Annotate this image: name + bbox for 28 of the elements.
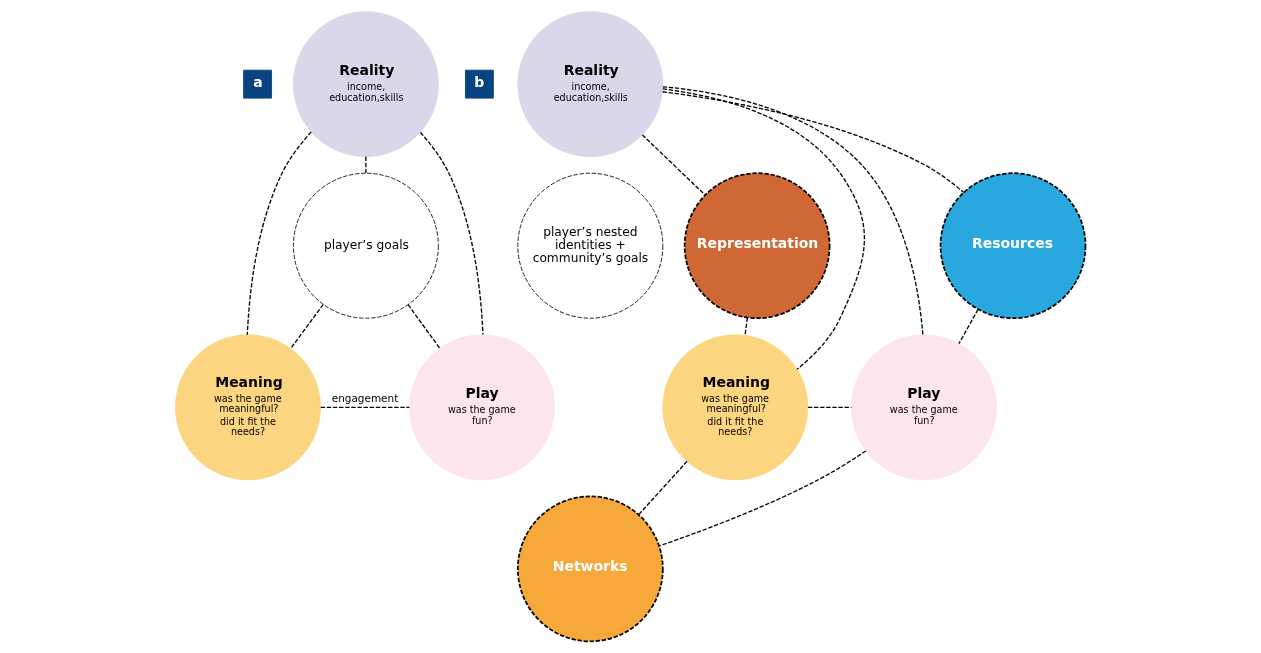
connector bbox=[638, 460, 688, 516]
connector bbox=[290, 303, 324, 350]
node-circle: Networks bbox=[516, 495, 664, 643]
node-box: b bbox=[465, 69, 494, 99]
node-circle: Reality income, education,skills bbox=[517, 11, 664, 158]
node-circle: Resources bbox=[939, 172, 1087, 320]
node-circle: player’s goals bbox=[292, 172, 439, 319]
connector bbox=[365, 156, 367, 174]
connector bbox=[320, 406, 410, 408]
connector bbox=[662, 88, 865, 370]
node-circle: player’s nested identities + community’s goals bbox=[517, 172, 664, 319]
connector bbox=[407, 304, 441, 349]
connector bbox=[658, 450, 867, 547]
node-circle: Meaning was the game meaningful? did it fit the needs? bbox=[175, 334, 321, 481]
connector bbox=[662, 86, 924, 336]
connector bbox=[641, 134, 706, 196]
node-box: a bbox=[243, 69, 272, 99]
node-circle: Representation bbox=[683, 172, 831, 320]
connector bbox=[958, 308, 979, 345]
edge-label: engagement bbox=[331, 391, 399, 404]
node-circle: Meaning was the game meaningful? did it fit the needs? bbox=[662, 334, 809, 481]
node-circle: Play was the game fun? bbox=[851, 334, 997, 481]
connector bbox=[661, 91, 965, 194]
node-circle: Play was the game fun? bbox=[409, 334, 555, 481]
node-circle: Reality income, education,skills bbox=[292, 11, 439, 158]
connector bbox=[419, 131, 484, 336]
connector bbox=[744, 316, 749, 337]
connector bbox=[246, 131, 312, 336]
